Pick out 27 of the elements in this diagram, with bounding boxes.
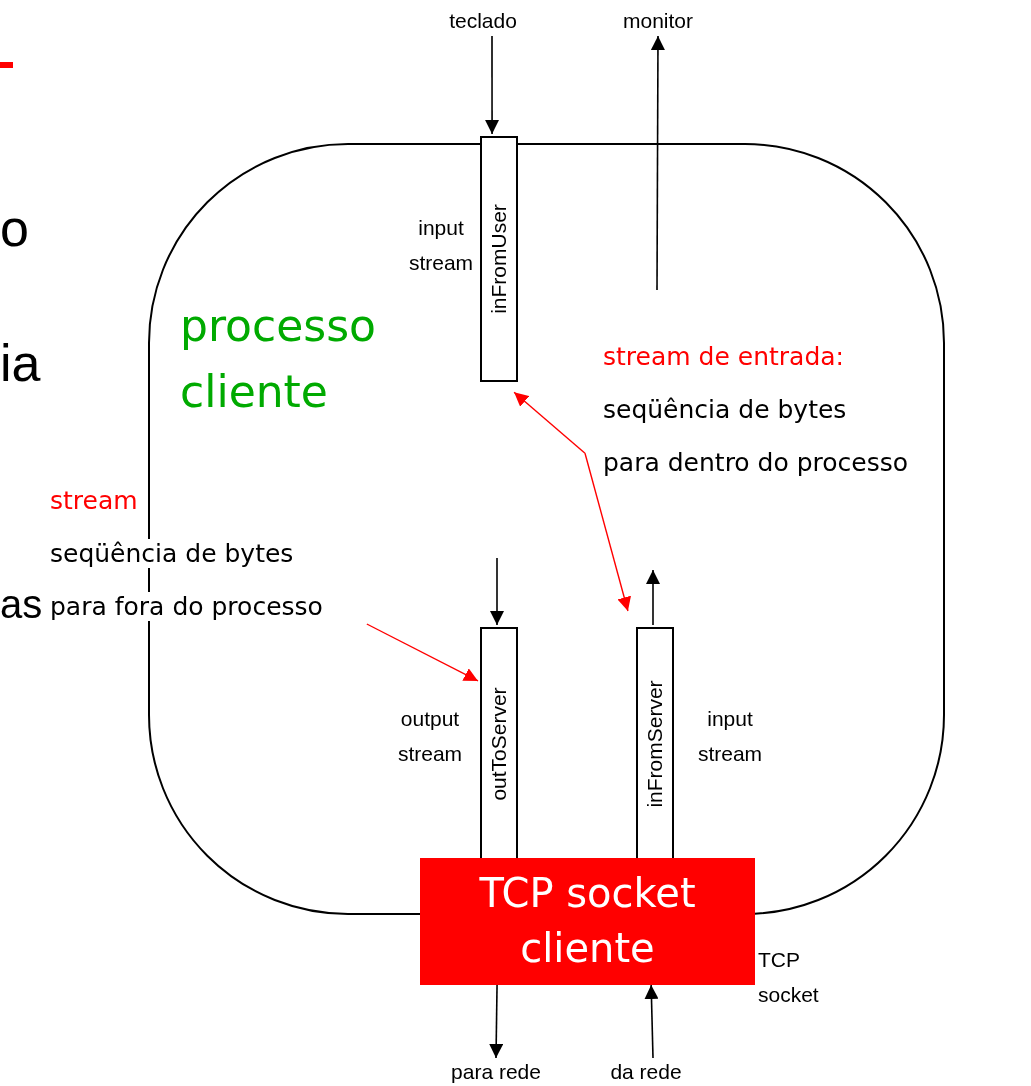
stream-label: output stream bbox=[396, 706, 464, 767]
stream-label: input stream bbox=[696, 706, 764, 767]
arrow bbox=[644, 984, 659, 1059]
arrow bbox=[489, 984, 504, 1059]
process-title: processo cliente bbox=[180, 299, 377, 419]
arrow bbox=[646, 569, 660, 626]
leader-line bbox=[513, 391, 586, 454]
terminal-label: teclado bbox=[438, 6, 528, 36]
socket-title: TCP socket cliente bbox=[478, 869, 697, 973]
leader-line bbox=[366, 623, 479, 682]
stream-name: inFromServer bbox=[643, 679, 667, 808]
terminal-label: para rede bbox=[436, 1058, 556, 1086]
stream-label: input stream bbox=[407, 215, 475, 276]
terminal-label: monitor bbox=[612, 6, 704, 36]
stream-name: inFromUser bbox=[487, 204, 511, 314]
slide-text-fragment: as bbox=[0, 582, 43, 626]
stream-name: outToServer bbox=[487, 686, 511, 801]
slide-text-fragment: ia bbox=[0, 335, 41, 393]
arrow bbox=[485, 35, 500, 135]
arrow bbox=[650, 35, 665, 291]
terminal-label: da rede bbox=[596, 1058, 696, 1086]
note-text: seqüência de bytes para dentro do processo bbox=[603, 394, 909, 479]
note-text: seqüência de bytes para fora do processo bbox=[50, 538, 324, 623]
leader-line bbox=[584, 452, 631, 612]
slide-text-fragment: o bbox=[0, 200, 29, 258]
arrow bbox=[490, 557, 504, 626]
stream-label: TCP socket bbox=[758, 947, 820, 1008]
